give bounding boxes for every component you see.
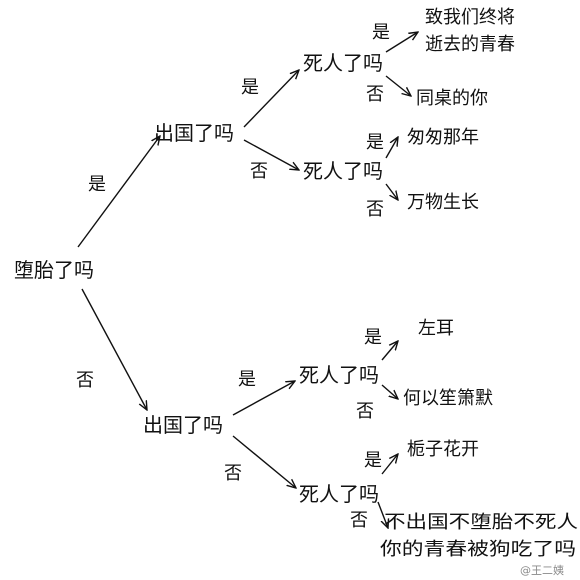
leaf-4: 万物生长 (407, 192, 479, 213)
edge-label-leaf-6: 否 (356, 401, 374, 422)
arrow-leaf-1 (385, 32, 418, 53)
arrow-leaf-6 (381, 384, 398, 399)
node-death-2: 死人了吗 (303, 159, 383, 183)
edge-label-upper-no: 否 (250, 161, 268, 182)
edge-label-leaf-2: 否 (366, 84, 384, 105)
leaf-8-line-2: 你的青春被狗吃了吗 (380, 539, 576, 560)
edge-label-root-upper: 是 (88, 174, 106, 195)
arrow-leaf-8 (377, 501, 388, 528)
node-death-4: 死人了吗 (299, 482, 379, 506)
node-lower-abroad: 出国了吗 (143, 413, 223, 437)
leaf-1-line-2: 逝去的青春 (425, 34, 515, 55)
node-death-1: 死人了吗 (303, 51, 383, 75)
watermark-text: @王二姨 (520, 563, 564, 577)
arrow-leaf-5 (381, 341, 398, 361)
arrow-root-to-upper (77, 136, 160, 248)
arrow-leaf-3 (385, 137, 398, 159)
edge-label-leaf-4: 否 (366, 199, 384, 220)
edge-label-root-lower: 否 (76, 370, 94, 391)
edge-label-upper-yes: 是 (241, 77, 259, 98)
edge-label-lower-yes: 是 (238, 369, 256, 390)
leaf-2: 同桌的你 (416, 88, 488, 109)
leaf-7: 栀子花开 (407, 439, 479, 460)
edge-label-lower-no: 否 (224, 463, 242, 484)
node-death-3: 死人了吗 (299, 363, 379, 387)
arrow-root-to-lower (81, 288, 147, 410)
root-node-label: 堕胎了吗 (14, 258, 94, 282)
leaf-8-line-1: 不出国不堕胎不死人 (384, 512, 578, 533)
node-upper-abroad: 出国了吗 (154, 121, 234, 145)
arrow-upper-to-upper-no (243, 139, 299, 170)
arrow-upper-to-upper-yes (243, 70, 299, 128)
arrow-leaf-2 (385, 75, 411, 96)
leaf-1-line-1: 致我们终将 (425, 7, 515, 28)
arrow-lower-to-lower-no (232, 435, 296, 488)
edge-label-leaf-8: 否 (350, 510, 368, 531)
edge-label-leaf-5: 是 (364, 327, 382, 348)
edge-label-leaf-7: 是 (364, 450, 382, 471)
leaf-6: 何以笙箫默 (403, 388, 493, 409)
edge-label-leaf-3: 是 (366, 132, 384, 153)
leaf-5: 左耳 (418, 318, 454, 339)
arrow-lower-to-lower-yes (232, 381, 295, 416)
edge-label-leaf-1: 是 (372, 22, 390, 43)
leaf-3: 匆匆那年 (407, 127, 479, 148)
arrow-leaf-7 (381, 454, 398, 475)
arrow-leaf-4 (385, 183, 398, 200)
